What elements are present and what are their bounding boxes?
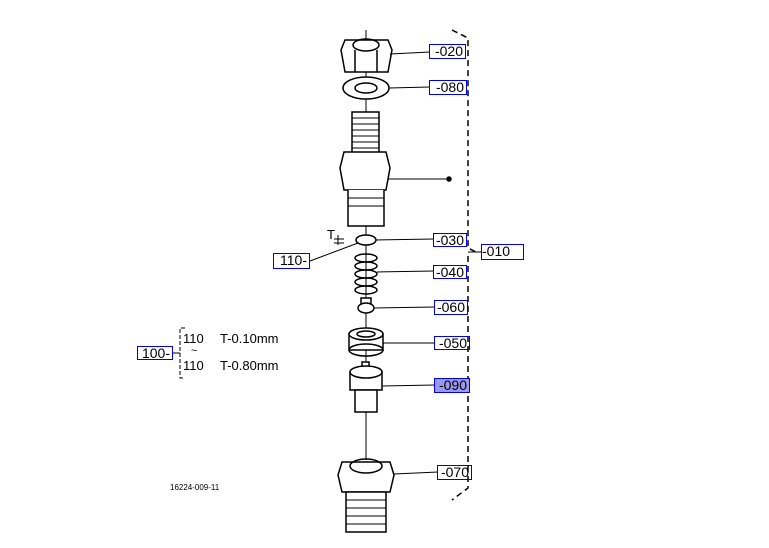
shim-030 bbox=[355, 234, 377, 246]
shim-range-symbol: ~ bbox=[191, 345, 198, 357]
callout-070[interactable]: -070 bbox=[437, 465, 472, 480]
nozzle-090 bbox=[349, 361, 383, 413]
callout-010[interactable]: -010 bbox=[481, 244, 524, 260]
callout-030[interactable]: -030 bbox=[433, 233, 467, 247]
drawing-number: 16224-009-11 bbox=[170, 483, 220, 492]
washer-080 bbox=[342, 76, 390, 100]
callout-020[interactable]: -020 bbox=[429, 44, 466, 59]
callout-060[interactable]: -060 bbox=[434, 300, 468, 315]
retaining-nut-070 bbox=[337, 458, 395, 533]
callout-090-selected[interactable]: -090 bbox=[434, 378, 470, 393]
callout-040[interactable]: -040 bbox=[433, 265, 467, 279]
callout-110[interactable]: 110- bbox=[273, 253, 310, 269]
leader-lines bbox=[173, 51, 482, 475]
distance-piece-050 bbox=[348, 327, 384, 357]
leader-dot bbox=[446, 176, 452, 182]
shim-last-thickness: T-0.80mm bbox=[220, 358, 279, 373]
shim-first-thickness: T-0.10mm bbox=[220, 331, 279, 346]
shim-last-part: 110 bbox=[183, 358, 204, 373]
pressure-pin-060 bbox=[357, 297, 375, 314]
thickness-marker: T bbox=[327, 227, 335, 242]
nut-020 bbox=[340, 38, 393, 73]
spring-040 bbox=[354, 253, 378, 295]
callout-050[interactable]: -050 bbox=[434, 336, 470, 350]
assembly-bracket bbox=[451, 29, 477, 501]
shim-first-part: 110 bbox=[183, 331, 204, 346]
callout-080[interactable]: -080 bbox=[429, 80, 467, 95]
holder-body bbox=[339, 111, 391, 227]
callout-100[interactable]: 100- bbox=[137, 346, 173, 360]
